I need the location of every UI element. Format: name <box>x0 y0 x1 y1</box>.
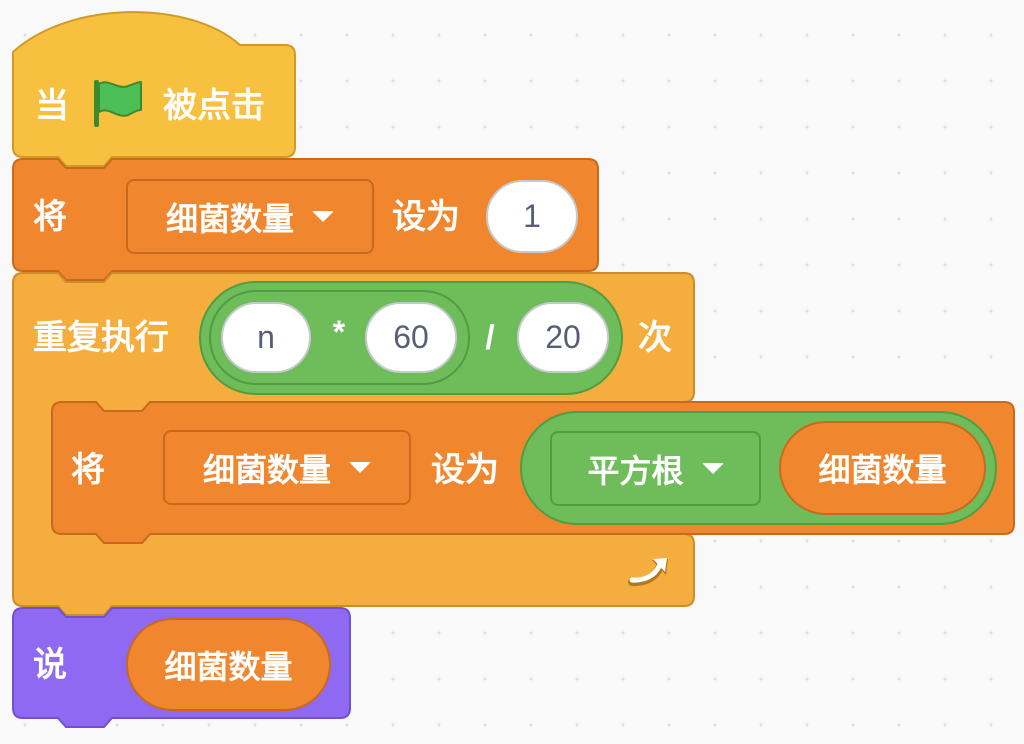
hat-when-label: 当 <box>35 86 69 126</box>
set-to-label-1: 设为 <box>392 197 460 237</box>
operand-input-60[interactable]: 60 <box>365 302 457 373</box>
variable-dropdown-1-label: 细菌数量 <box>165 199 294 238</box>
variable-dropdown-2[interactable]: 细菌数量 <box>163 430 411 505</box>
set-keyword-label-2: 将 <box>71 450 105 490</box>
say-keyword-label: 说 <box>33 645 67 685</box>
chevron-down-icon <box>701 463 724 474</box>
set-keyword-label-1: 将 <box>33 197 67 237</box>
multiply-symbol: * <box>332 314 346 350</box>
divide-symbol: / <box>485 319 495 357</box>
variable-dropdown-2-label: 细菌数量 <box>202 450 331 489</box>
set-value-input-1[interactable]: 1 <box>486 180 578 253</box>
variable-reporter-2[interactable]: 细菌数量 <box>126 618 331 711</box>
operand-input-n[interactable]: n <box>221 302 311 373</box>
variable-reporter-1[interactable]: 细菌数量 <box>779 421 986 515</box>
chevron-down-icon <box>349 462 371 473</box>
chevron-down-icon <box>312 211 334 222</box>
set-to-label-2: 设为 <box>431 450 499 490</box>
green-flag-icon <box>94 80 142 127</box>
hat-block-shape[interactable] <box>12 11 296 167</box>
variable-dropdown-1[interactable]: 细菌数量 <box>126 179 374 254</box>
repeat-times-label: 次 <box>638 318 672 358</box>
loop-arrow-icon <box>628 558 668 587</box>
operand-input-20[interactable]: 20 <box>517 302 609 373</box>
repeat-label: 重复执行 <box>33 318 169 358</box>
hat-clicked-label: 被点击 <box>163 86 265 126</box>
math-function-dropdown-label: 平方根 <box>587 451 684 490</box>
math-function-dropdown[interactable]: 平方根 <box>550 431 761 506</box>
